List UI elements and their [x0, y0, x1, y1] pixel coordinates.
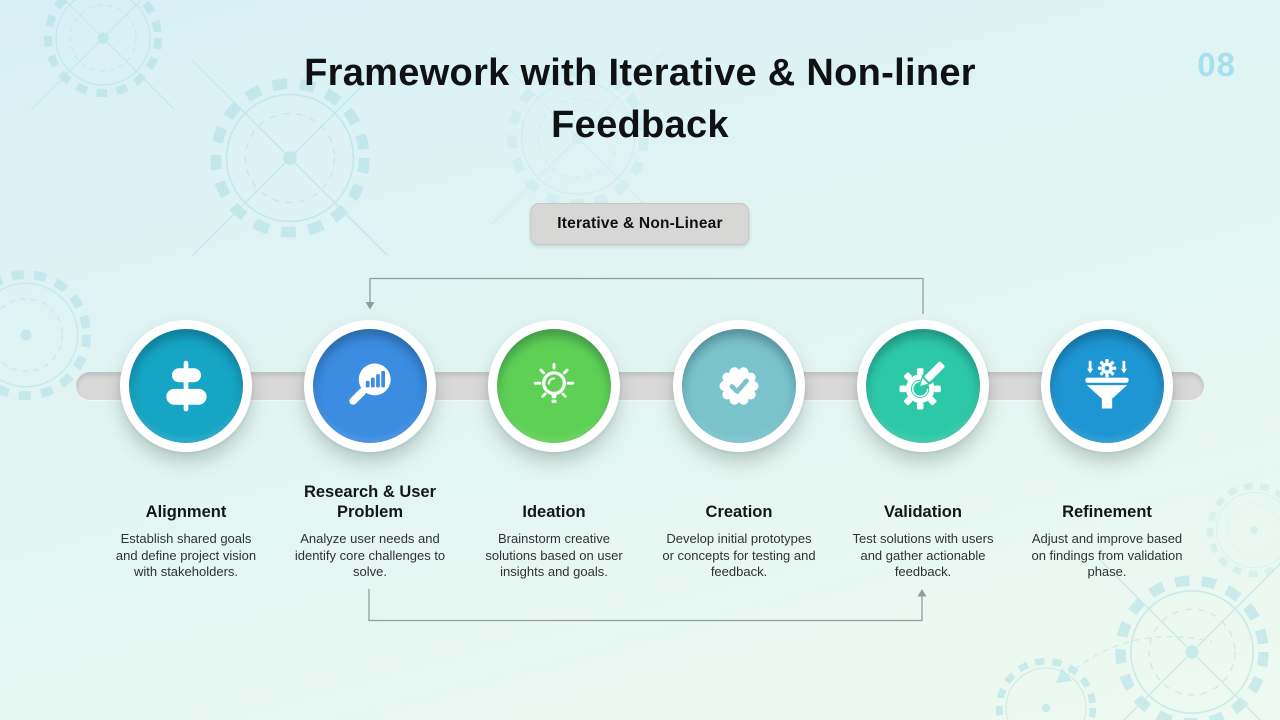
align-center-icon — [166, 360, 207, 412]
timeline-bar — [76, 372, 1204, 400]
step-title: Research & User Problem — [303, 483, 437, 521]
top-feedback-line — [369, 277, 924, 314]
page-title: Framework with Iterative & Non-liner Fee… — [0, 47, 1280, 151]
step-title: Ideation — [522, 503, 586, 521]
page-title-line2: Feedback — [551, 104, 729, 146]
bottom-feedback-line — [368, 589, 923, 622]
step-text-validation: Validation Test solutions with users and… — [828, 480, 1018, 581]
lightbulb-rays-icon — [533, 363, 575, 403]
step-description: Develop initial prototypes or concepts f… — [662, 531, 816, 579]
step-text-alignment: Alignment Establish shared goals and def… — [91, 480, 281, 581]
step-title: Validation — [884, 503, 962, 521]
step-circle-creation — [673, 320, 805, 452]
step-text-refinement: Refinement Adjust and improve based on f… — [1012, 480, 1202, 581]
arrow-up-icon — [917, 589, 927, 597]
gear-pencil-icon — [899, 358, 948, 410]
page-title-line1: Framework with Iterative & Non-liner — [304, 52, 976, 94]
funnel-gear-icon — [1085, 359, 1129, 409]
step-description: Test solutions with users and gather act… — [852, 531, 994, 579]
step-title: Creation — [705, 503, 773, 521]
step-text-creation: Creation Develop initial prototypes or c… — [644, 480, 834, 581]
step-description: Establish shared goals and define projec… — [115, 531, 257, 579]
badge-check-icon — [719, 367, 759, 405]
step-circle-validation — [857, 320, 989, 452]
step-circle-alignment — [120, 320, 252, 452]
step-text-research: Research & User Problem Analyze user nee… — [275, 480, 465, 581]
step-description: Adjust and improve based on findings fro… — [1031, 531, 1183, 579]
step-description: Brainstorm creative solutions based on u… — [485, 531, 623, 579]
step-description: Analyze user needs and identify core cha… — [294, 531, 446, 579]
step-title: Alignment — [145, 503, 227, 521]
step-circle-research — [304, 320, 436, 452]
iterative-badge: Iterative & Non-Linear — [530, 203, 750, 245]
page-number: 08 — [1197, 46, 1236, 83]
magnifier-chart-icon — [349, 363, 391, 405]
step-title: Refinement — [1062, 503, 1152, 521]
step-text-ideation: Ideation Brainstorm creative solutions b… — [459, 480, 649, 581]
step-circle-refinement — [1041, 320, 1173, 452]
arrow-down-icon — [365, 302, 375, 310]
step-circle-ideation — [488, 320, 620, 452]
